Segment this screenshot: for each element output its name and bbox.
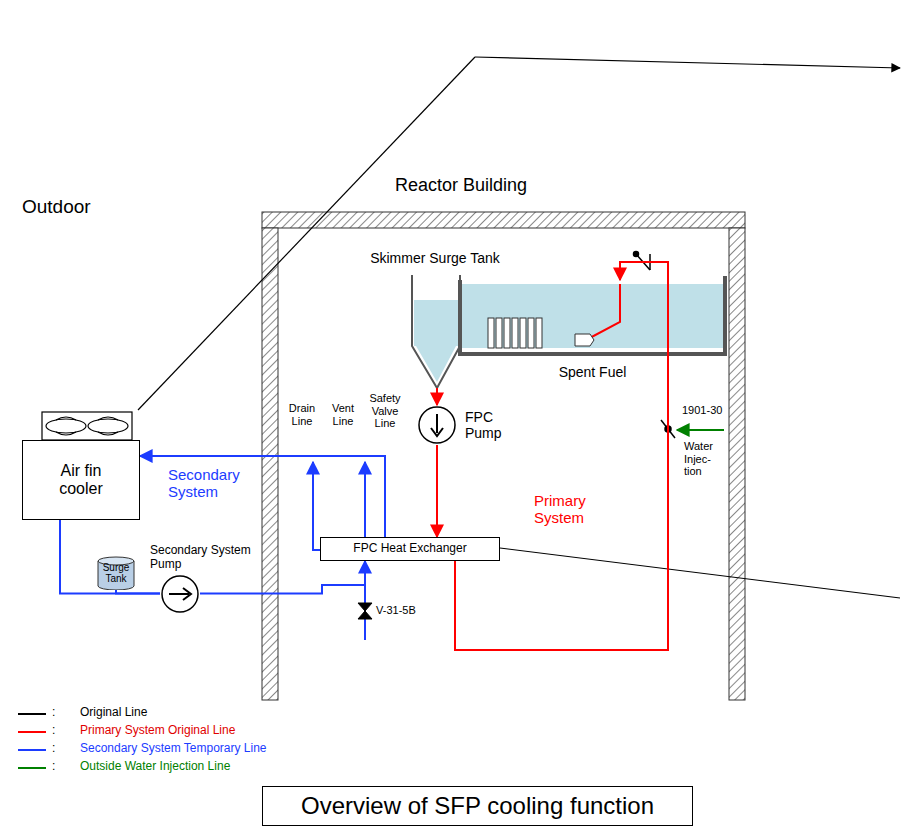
pump-symbol [417,405,457,445]
pump-symbol-part [162,576,198,612]
system-label: Secondary System [168,466,256,501]
valve-symbol [358,603,372,619]
spent-fuel-pool-part [461,284,723,348]
pipe-connector [140,456,385,537]
legend-text: Primary System Original Line [80,724,235,738]
valve-number: 1901-30 [682,404,722,417]
surge-tank-text: Surge Tank [97,562,135,585]
pipe-connector [60,520,160,594]
cooler-fans-part [42,412,132,440]
building-walls-part [262,228,278,700]
legend-text: Original Line [80,706,147,720]
line-label: Safety Valve Line [364,392,406,430]
legend-samples-part [18,749,46,751]
pump-symbol [160,574,200,614]
skimmer-surge-tank-text: Skimmer Surge Tank [355,250,515,266]
secondary-pump-text: Secondary System Pump [150,544,268,572]
legend-samples [18,714,46,768]
spent-fuel-pool-part [488,318,542,348]
air-fin-cooler-box: Air fin cooler [22,440,140,520]
legend-samples-part [18,713,46,715]
fpc-pump-text: FPC Pump [465,409,529,441]
spent-fuel-pool-part-part [496,318,502,348]
spent-fuel-pool-part [412,275,460,388]
line-label: Vent Line [326,402,360,427]
line-label: Drain Line [284,402,320,427]
legend-samples-part [18,767,46,769]
pipe-connector [455,262,668,650]
cooler-fans-part [88,419,128,433]
cooler-fans-part [56,417,118,435]
spent-fuel-pool-part-part [528,318,534,348]
spent-fuel-pool: Spent Fuel [460,280,725,382]
callout-lines-part [138,57,475,410]
system-label: Primary System [534,492,614,527]
caption-box: Overview of SFP cooling function [262,786,693,826]
valve-number: V-31-5B [376,604,416,617]
callout-lines [138,57,900,598]
cooler-fans [42,412,132,440]
heat-exchanger-box: FPC Heat Exchanger [320,537,500,561]
check-valves-part [634,252,639,257]
spent-fuel-pool-text: Spent Fuel [559,364,627,382]
spent-fuel-pool-part [575,334,594,346]
water-injection-arrow [677,429,724,431]
spent-fuel-pool-part [414,300,458,346]
secondary-branch-lines-part [364,462,366,537]
legend-colon: : [52,742,55,756]
legend-colon: : [52,724,55,738]
spent-fuel-pool-part [416,346,456,382]
fpc-pump: FPC Pump [417,405,529,445]
legend-text: Secondary System Temporary Line [80,742,267,756]
region-label: Outdoor [22,196,91,218]
reactor-building: Skimmer Surge TankSpent FuelFPC PumpFPC … [262,175,745,705]
pipe-connector [116,590,160,594]
spent-fuel-pool [412,275,725,388]
spent-fuel-pool-part-part [504,318,510,348]
spent-fuel-pool-part [586,284,620,340]
callout-lines-part [475,57,900,68]
callout-lines-part [500,548,900,598]
injection-label: Water Injec- tion [684,440,726,478]
building-walls-part [262,212,745,228]
tank-outline-part [98,561,134,590]
building-walls-part [729,228,745,700]
pipe-connector [436,445,438,537]
valve-symbol-part [358,603,372,619]
heat-exchanger-box-text: FPC Heat Exchanger [353,542,466,556]
legend-text: Outside Water Injection Line [80,760,230,774]
spent-fuel-pool-part-part [536,318,542,348]
legend-samples-part [18,731,46,733]
legend-colon: : [52,760,55,774]
secondary-branch-lines-part [313,462,320,550]
spent-fuel-pool-part-part [520,318,526,348]
spent-fuel-pool-part [460,276,725,354]
cooler-fans-part [46,419,86,433]
pump-symbol-part [169,588,191,600]
spent-fuel-pool-part-part [488,318,494,348]
pipe-connector [200,561,365,594]
surge-tank: Surge Tank [97,556,135,590]
reactor-building-text: Reactor Building [395,175,527,196]
spent-fuel-pool-part-part [512,318,518,348]
pipe-connector [436,388,438,405]
legend-colon: : [52,706,55,720]
pump-symbol-part [431,414,443,436]
secondary-pump: Secondary System Pump [140,544,272,614]
air-fin-cooler-box-text: Air fin cooler [46,462,116,499]
pump-symbol-part [419,407,455,443]
skimmer-surge-tank: Skimmer Surge Tank [355,250,515,388]
